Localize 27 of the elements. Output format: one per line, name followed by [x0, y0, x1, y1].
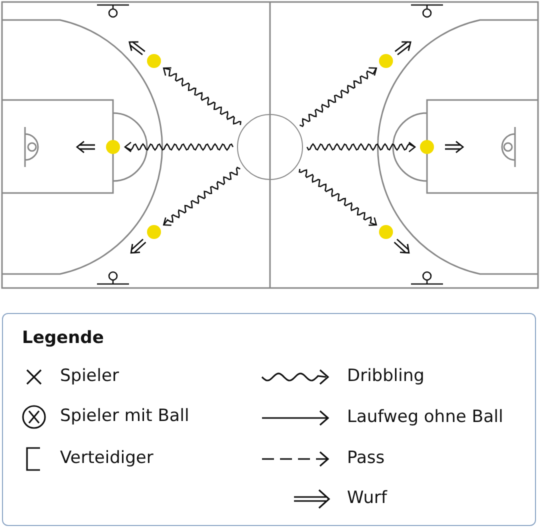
shot-arrow	[128, 41, 146, 56]
legend-label: Wurf	[347, 490, 387, 507]
legend-label: Spieler mit Ball	[60, 408, 190, 425]
ball-marker	[379, 54, 393, 68]
legend-label: Laufweg ohne Ball	[347, 409, 504, 426]
legend-label: Dribbling	[347, 368, 424, 385]
shot-arrow	[444, 140, 464, 154]
ball-marker	[106, 140, 120, 154]
ball-marker	[420, 140, 434, 154]
dribble-arrow	[124, 142, 234, 152]
shot-arrow	[130, 238, 146, 254]
dribble-arrow	[162, 166, 241, 226]
dribble-arrow	[299, 67, 378, 128]
legend-label: Pass	[347, 450, 385, 467]
shot-arrow	[76, 140, 96, 154]
legend-label: Spieler	[60, 368, 119, 385]
dribble-arrow	[306, 142, 416, 152]
legend-title: Legende	[22, 330, 104, 347]
dribble-arrow	[298, 168, 378, 226]
shot-arrow	[394, 238, 410, 254]
ball-marker	[147, 225, 161, 239]
dribble-arrow	[162, 67, 242, 126]
legend-label: Verteidiger	[60, 450, 154, 467]
ball-marker	[379, 225, 393, 239]
center-circle	[237, 114, 303, 180]
ball-marker	[147, 54, 161, 68]
shot-arrow	[394, 41, 412, 56]
